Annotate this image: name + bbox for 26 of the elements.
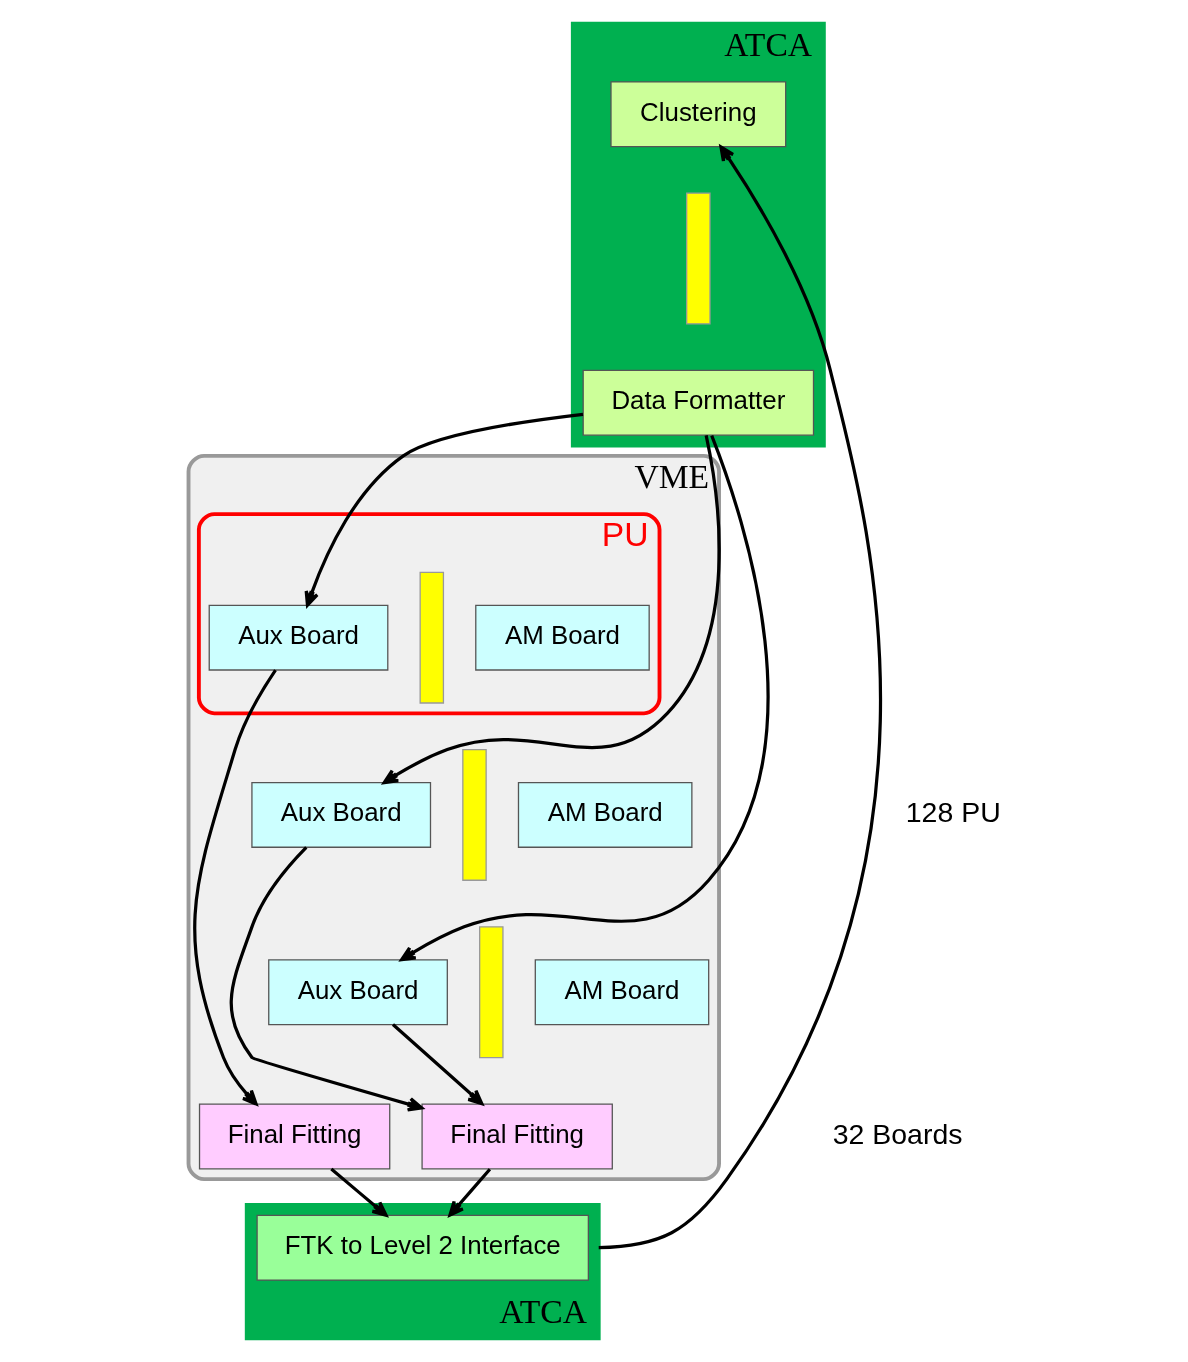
- arrow: [192, 669, 277, 1106]
- node-box: Aux Board: [267, 959, 448, 1026]
- arrow: [447, 1168, 491, 1217]
- node-bar: [478, 926, 504, 1059]
- label: 128 PU: [905, 796, 1001, 829]
- node-box: Data Formatter: [582, 369, 814, 436]
- node-box: Clustering: [609, 81, 786, 148]
- node-box: AM Board: [534, 959, 709, 1026]
- arrow: [399, 435, 769, 962]
- label: 32 Boards: [832, 1117, 962, 1150]
- node-box: Aux Board: [208, 604, 388, 671]
- node-bar: [685, 192, 711, 325]
- node-bar: [419, 571, 444, 704]
- node-box: Final Fitting: [198, 1103, 390, 1170]
- node-box: Final Fitting: [420, 1103, 613, 1170]
- arrow: [304, 412, 583, 607]
- node-bar: [461, 748, 487, 881]
- node-box: AM Board: [517, 781, 692, 848]
- arrow: [229, 846, 423, 1112]
- arrow: [391, 1023, 483, 1106]
- arrow: [598, 145, 882, 1250]
- node-box: FTK to Level 2 Interface: [255, 1214, 589, 1281]
- arrow: [329, 1167, 388, 1217]
- node-box: Aux Board: [250, 781, 431, 848]
- node-box: AM Board: [474, 604, 650, 671]
- arrow: [382, 435, 721, 785]
